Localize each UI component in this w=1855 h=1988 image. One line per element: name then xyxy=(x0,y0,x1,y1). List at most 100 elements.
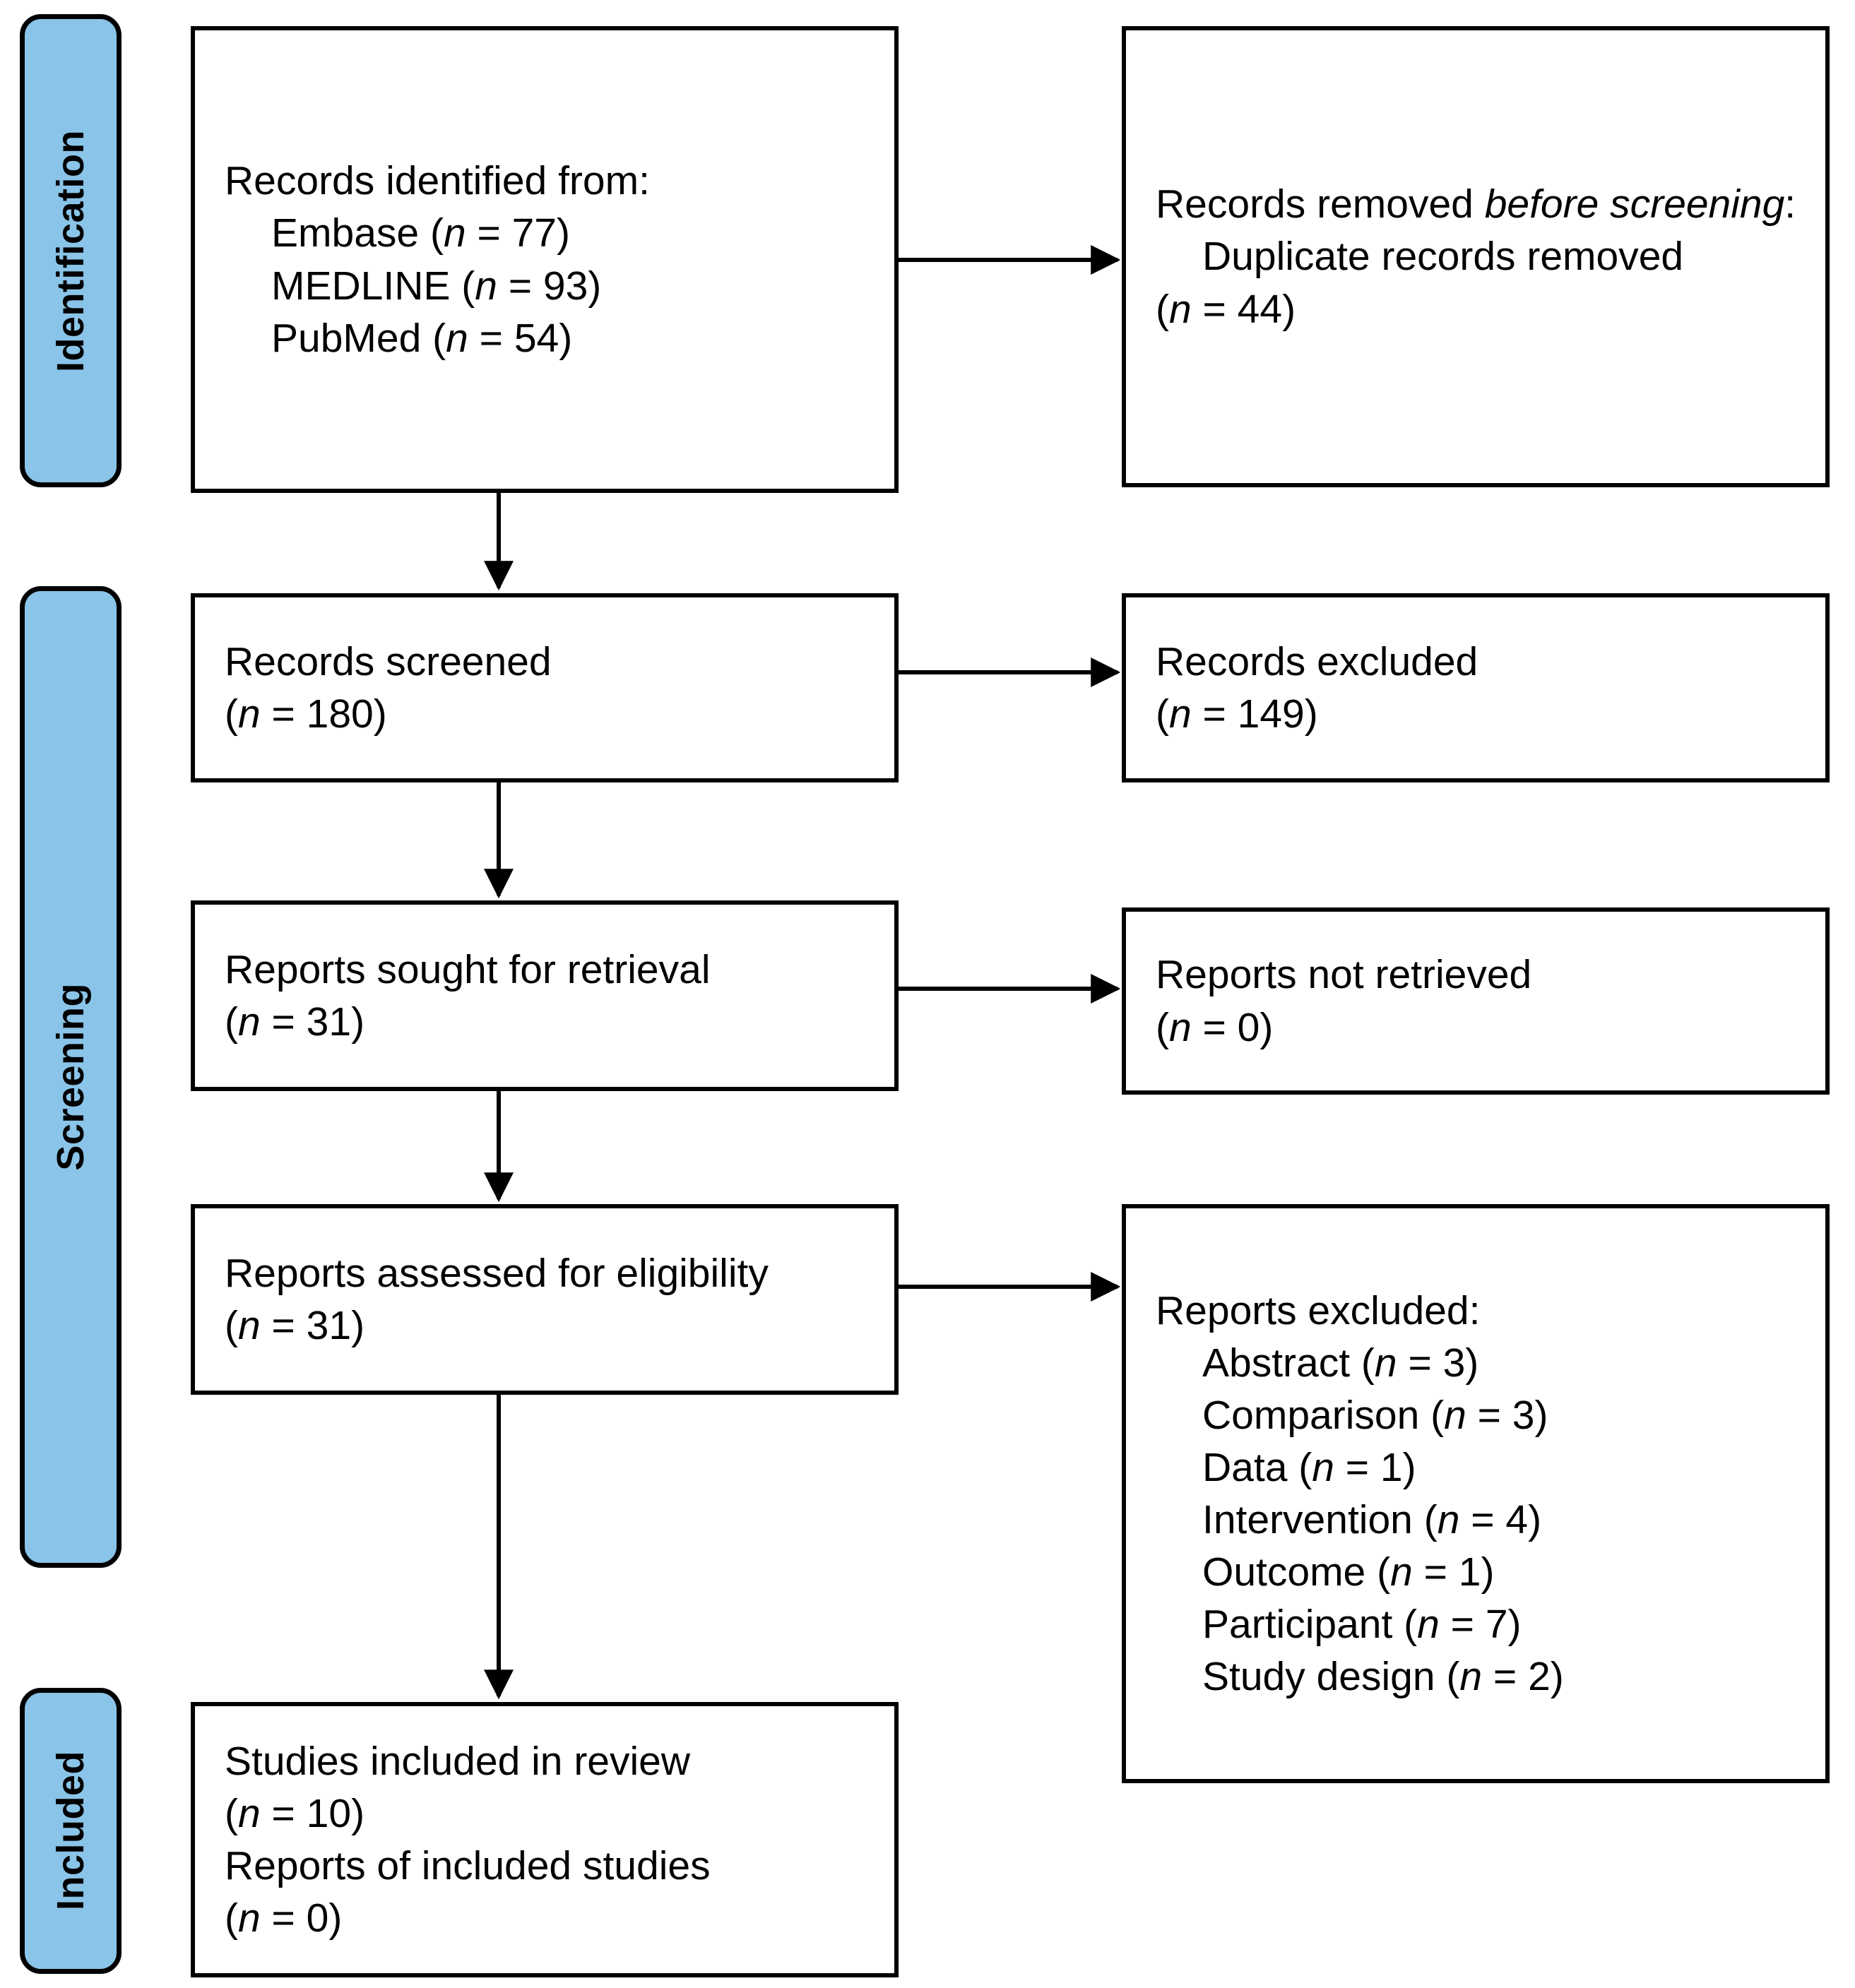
records-removed-heading-colon: : xyxy=(1784,181,1796,227)
n-symbol: n xyxy=(1444,1392,1466,1438)
stage-label-screening-text: Screening xyxy=(49,983,92,1171)
box-records-excluded-body: Records excluded (n = 149) xyxy=(1126,636,1825,740)
paren-open-glyph: ( xyxy=(1430,1392,1445,1438)
box-records-screened: Records screened (n = 180) xyxy=(191,593,899,782)
n-value-embase: 77 xyxy=(511,210,557,256)
n-equals: = xyxy=(1397,1340,1443,1386)
box-records-removed: Records removed before screening: Duplic… xyxy=(1122,26,1830,487)
source-label-pubmed: PubMed xyxy=(271,315,422,361)
paren-open-glyph: ( xyxy=(1404,1602,1418,1648)
n-value-medline: 93 xyxy=(543,263,588,309)
reports-excluded-reason-data: Data (n = 1) xyxy=(1156,1441,1810,1494)
space xyxy=(1435,1654,1447,1699)
space xyxy=(450,263,461,309)
space xyxy=(1350,1340,1361,1386)
reason-label-comparison: Comparison xyxy=(1202,1392,1420,1438)
paren-open-glyph: ( xyxy=(225,1895,238,1941)
paren-close-glyph: ) xyxy=(1465,1340,1479,1386)
records-removed-heading-plain: Records removed xyxy=(1156,181,1485,227)
box-reports-sought-body: Reports sought for retrieval (n = 31) xyxy=(195,944,894,1048)
records-screened-label: Records screened xyxy=(225,638,552,684)
space xyxy=(1413,1497,1424,1542)
paren-close-glyph: ) xyxy=(1260,1004,1274,1050)
reason-label-study-design: Study design xyxy=(1202,1654,1435,1700)
n-value-reports-included: 0 xyxy=(306,1895,329,1941)
space xyxy=(1365,1549,1377,1595)
n-symbol: n xyxy=(443,210,466,256)
n-symbol: n xyxy=(475,263,497,309)
paren-open-glyph: ( xyxy=(1156,1004,1169,1050)
paren-close-glyph: ) xyxy=(588,263,602,309)
box-reports-sought: Reports sought for retrieval (n = 31) xyxy=(191,900,899,1091)
n-equals: = xyxy=(260,1790,307,1836)
n-equals: = xyxy=(260,1303,307,1348)
source-label-medline: MEDLINE xyxy=(271,263,451,309)
reason-label-abstract: Abstract xyxy=(1202,1340,1351,1386)
paren-open-glyph: ( xyxy=(461,263,475,309)
reports-excluded-reason-intervention: Intervention (n = 4) xyxy=(1156,1494,1810,1546)
reports-not-retrieved-count: (n = 0) xyxy=(1156,1001,1810,1054)
stage-label-identification: Identification xyxy=(20,14,122,487)
paren-close-glyph: ) xyxy=(351,1303,365,1348)
paren-open-glyph: ( xyxy=(1156,691,1169,737)
paren-open-glyph: ( xyxy=(225,999,238,1044)
reports-not-retrieved-label: Reports not retrieved xyxy=(1156,952,1532,998)
space xyxy=(1419,1393,1430,1438)
n-symbol: n xyxy=(1417,1602,1440,1648)
n-value-records-excluded: 149 xyxy=(1237,691,1305,737)
box-reports-not-retrieved: Reports not retrieved (n = 0) xyxy=(1122,907,1830,1095)
paren-open-glyph: ( xyxy=(1423,1497,1438,1542)
studies-included-label: Studies included in review xyxy=(225,1738,691,1784)
n-symbol: n xyxy=(1437,1497,1460,1542)
n-value-studies-included: 10 xyxy=(306,1790,352,1836)
records-identified-source-embase: Embase (n = 77) xyxy=(225,207,879,259)
n-equals: = xyxy=(1439,1602,1486,1648)
n-value-sought: 31 xyxy=(306,999,352,1044)
paren-close-glyph: ) xyxy=(351,999,365,1044)
paren-open-glyph: ( xyxy=(1361,1340,1375,1386)
n-equals: = xyxy=(1412,1549,1459,1595)
n-equals: = xyxy=(1482,1654,1529,1700)
records-removed-heading: Records removed before screening: xyxy=(1156,178,1810,230)
stage-label-screening: Screening xyxy=(20,586,122,1568)
n-value-outcome: 1 xyxy=(1458,1549,1481,1595)
reports-excluded-reason-participant: Participant (n = 7) xyxy=(1156,1598,1810,1650)
reports-sought-count: (n = 31) xyxy=(225,996,879,1048)
paren-close-glyph: ) xyxy=(1507,1602,1522,1648)
n-equals: = xyxy=(260,999,307,1044)
n-symbol: n xyxy=(1459,1654,1483,1700)
source-label-embase: Embase xyxy=(271,210,420,256)
paren-open-glyph: ( xyxy=(432,315,446,361)
n-equals: = xyxy=(497,263,543,309)
paren-close-glyph: ) xyxy=(1402,1444,1416,1490)
paren-close-glyph: ) xyxy=(328,1895,343,1941)
n-value-not-retrieved: 0 xyxy=(1237,1004,1260,1050)
n-symbol: n xyxy=(1312,1444,1334,1490)
reports-excluded-reason-study-design: Study design (n = 2) xyxy=(1156,1650,1810,1703)
n-symbol: n xyxy=(1168,286,1192,332)
stage-label-included-text: Included xyxy=(49,1751,92,1911)
paren-open-glyph: ( xyxy=(1446,1654,1460,1700)
stage-label-identification-text: Identification xyxy=(49,129,92,372)
paren-close-glyph: ) xyxy=(557,210,570,256)
space xyxy=(421,316,432,361)
reason-label-intervention: Intervention xyxy=(1202,1497,1413,1542)
reports-excluded-heading: Reports excluded: xyxy=(1156,1287,1481,1333)
reports-assessed-label: Reports assessed for eligibility xyxy=(225,1250,769,1296)
box-studies-included-body: Studies included in review (n = 10) Repo… xyxy=(195,1735,894,1944)
records-identified-source-pubmed: PubMed (n = 54) xyxy=(225,312,879,364)
box-reports-not-retrieved-body: Reports not retrieved (n = 0) xyxy=(1126,948,1825,1053)
paren-open-glyph: ( xyxy=(429,210,444,256)
records-excluded-label: Records excluded xyxy=(1156,638,1478,684)
reason-label-outcome: Outcome xyxy=(1202,1549,1366,1595)
box-reports-assessed: Reports assessed for eligibility (n = 31… xyxy=(191,1204,899,1395)
records-screened-count: (n = 180) xyxy=(225,688,879,740)
n-symbol: n xyxy=(446,315,468,361)
paren-open-glyph: ( xyxy=(225,1790,238,1836)
reason-label-participant: Participant xyxy=(1202,1602,1393,1648)
paren-open-glyph: ( xyxy=(1377,1549,1391,1595)
reason-label-data: Data xyxy=(1202,1444,1288,1490)
records-excluded-count: (n = 149) xyxy=(1156,688,1810,740)
box-records-identified: Records identified from: Embase (n = 77)… xyxy=(191,26,899,493)
